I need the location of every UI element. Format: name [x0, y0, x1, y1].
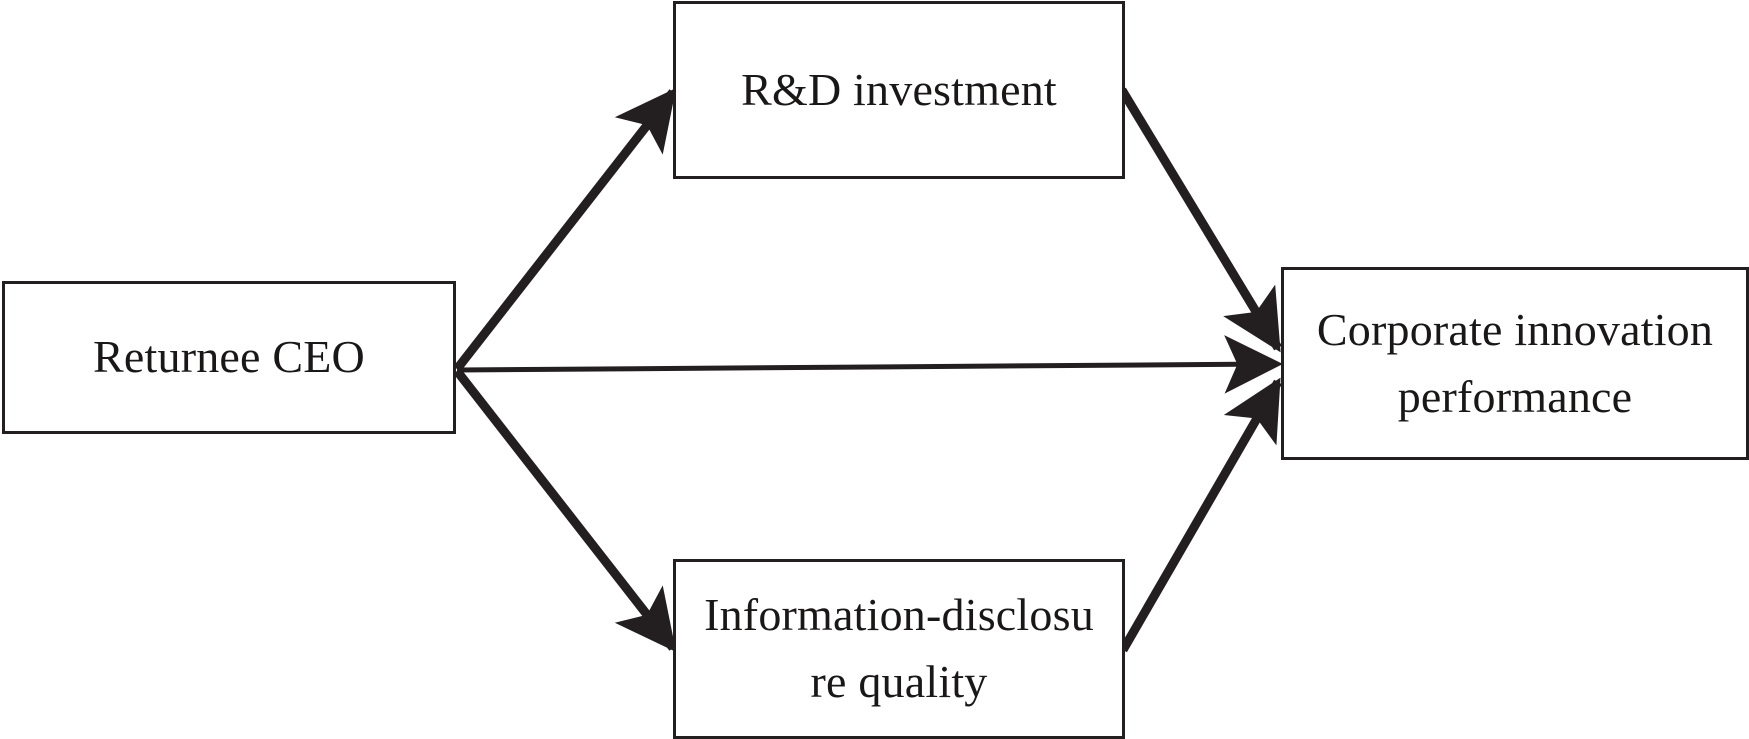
node-corporate-innovation-performance-label: Corporate innovation performance — [1316, 303, 1714, 422]
edge-rd-to-performance — [1118, 87, 1282, 353]
node-information-disclosure-quality-label: Information-disclosu re quality — [704, 589, 1094, 707]
node-information-disclosure-quality[interactable]: Information-disclosu re quality — [673, 559, 1125, 739]
edge-info-to-performance — [1119, 377, 1282, 653]
edge-ceo-to-info — [453, 368, 677, 652]
node-rd-investment-label: R&D investment — [741, 63, 1057, 115]
node-returnee-ceo-label: Returnee CEO — [93, 331, 365, 383]
node-rd-investment[interactable]: R&D investment — [673, 1, 1125, 179]
node-corporate-innovation-performance[interactable]: Corporate innovation performance — [1281, 267, 1749, 460]
edge-ceo-to-performance — [456, 335, 1283, 394]
edge-ceo-to-rd — [453, 88, 677, 372]
node-returnee-ceo[interactable]: Returnee CEO — [2, 281, 456, 434]
